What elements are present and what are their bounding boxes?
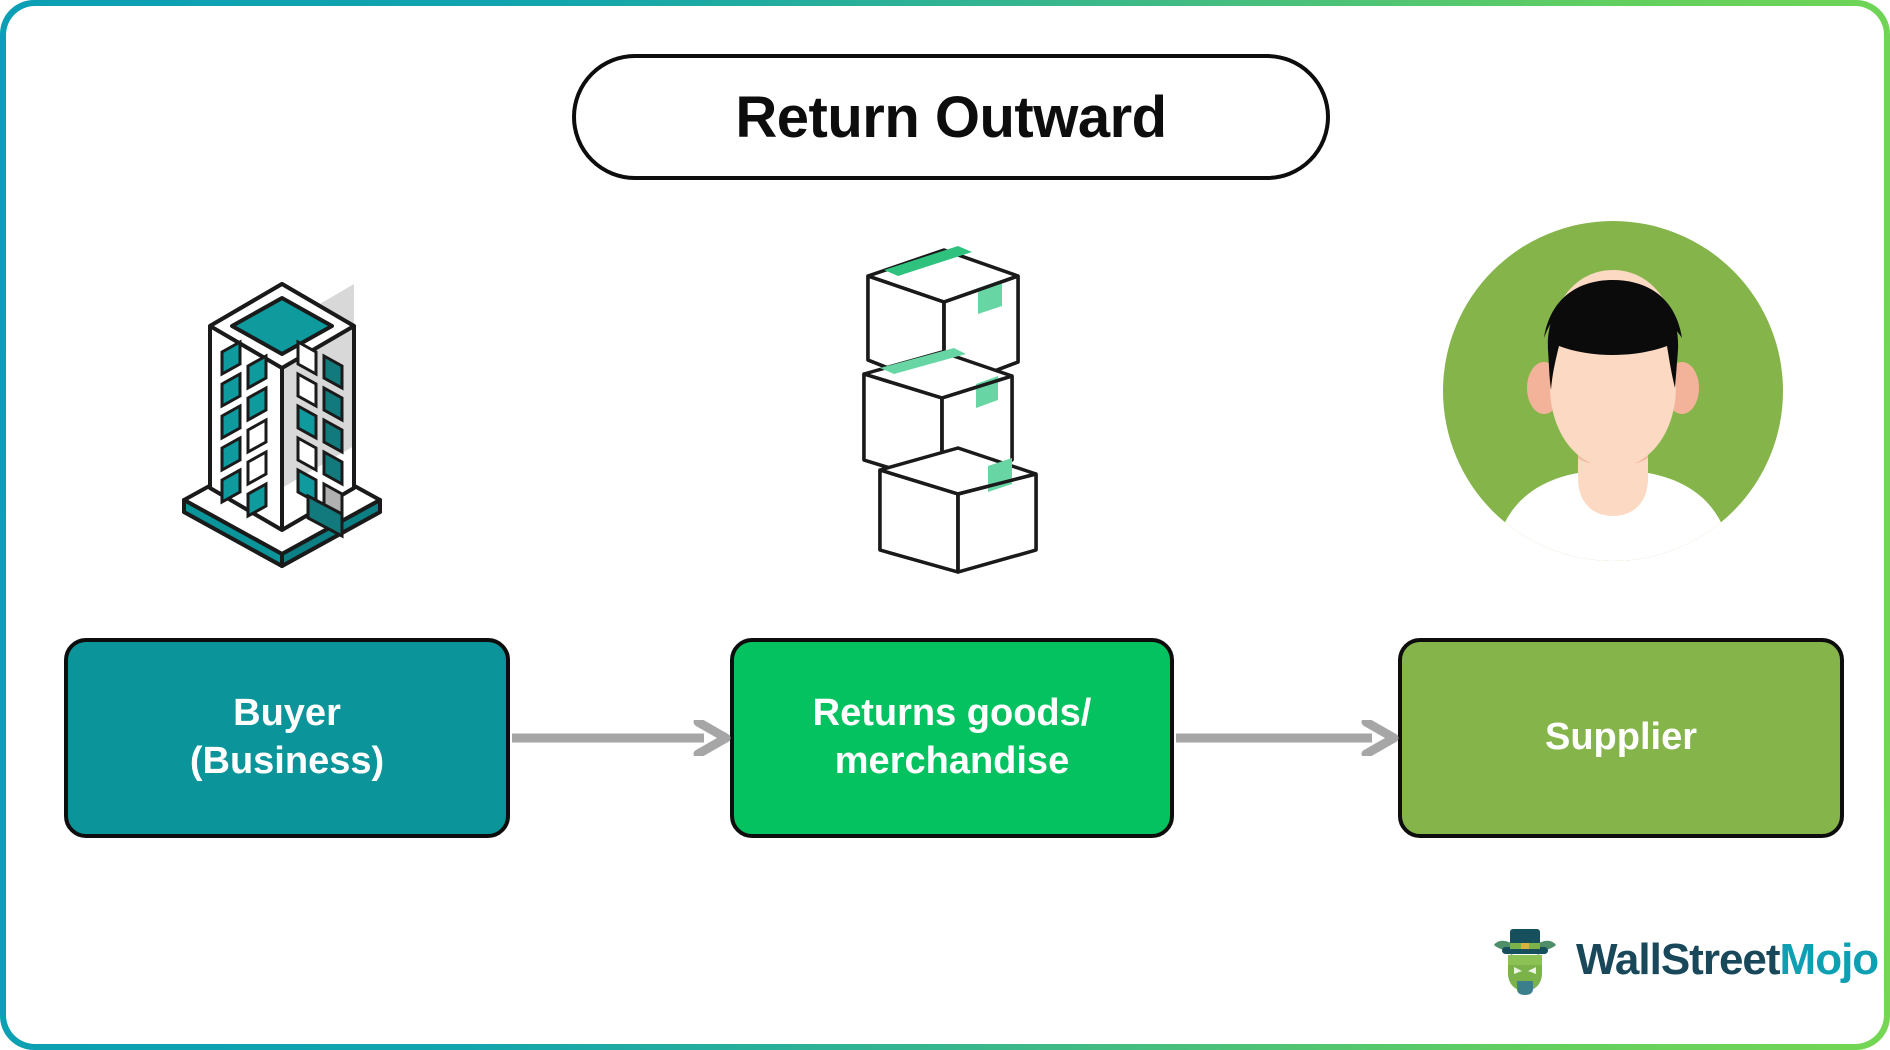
supplier-avatar [1440,218,1786,564]
brand-logo: WallStreetMojo [1488,918,1879,1002]
arrow-right-icon-returns-to-supplier [1176,717,1400,759]
flow-step-supplier[interactable]: Supplier [1398,638,1844,838]
flow-step-returns-label: Returns goods/ merchandise [812,692,1092,782]
flow-step-supplier-label: Supplier [1544,716,1698,759]
wallstreetmojo-bull-icon [1488,923,1562,997]
flow-step-returns[interactable]: Returns goods/ merchandise [730,638,1174,838]
title-pill: Return Outward [572,54,1330,180]
flow-step-buyer-label: Buyer (Business) [189,692,385,782]
brand-wordmark: WallStreetMojo [1576,935,1880,985]
page-title: Return Outward [735,84,1167,150]
brand-word-accent: Mojo [1779,935,1880,984]
brand-word-primary: WallStreet [1576,935,1781,984]
arrow-right-icon-buyer-to-returns [512,717,732,759]
infographic-canvas: Return Outward [6,6,1884,1044]
flow-step-buyer[interactable]: Buyer (Business) [64,638,510,838]
office-building-icon [174,244,390,574]
stacked-boxes-icon [846,244,1066,574]
